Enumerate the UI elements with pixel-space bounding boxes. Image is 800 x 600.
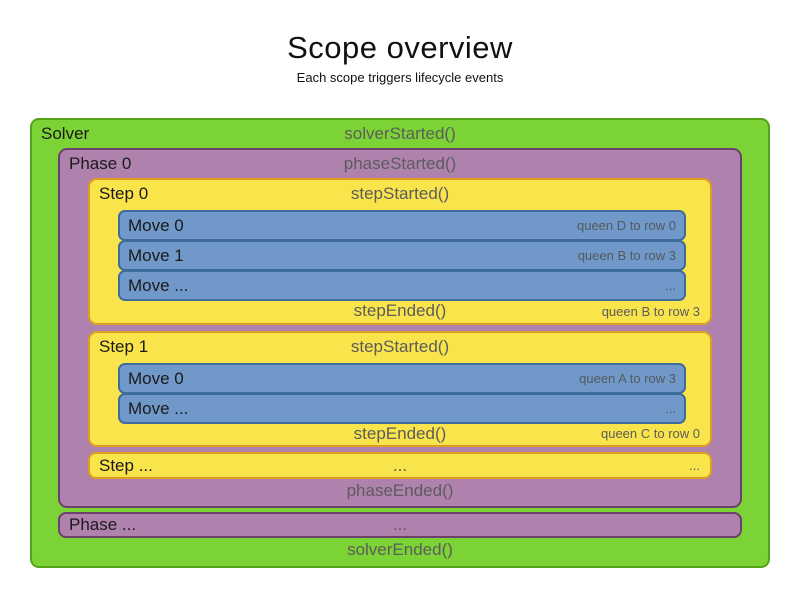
step1-started-event: stepStarted(): [350, 337, 450, 356]
move-row: Move ... ...: [118, 270, 686, 301]
step0-started-event: stepStarted(): [350, 184, 450, 203]
move-row: Move 0 queen D to row 0: [118, 210, 686, 241]
step-more-center: ...: [392, 455, 408, 475]
phase-started-event: phaseStarted(): [343, 154, 457, 173]
move-label: Move 0: [128, 215, 184, 235]
step0-scope-box: Step 0 stepStarted() Move 0 queen D to r…: [88, 178, 712, 325]
move-label: Move 1: [128, 245, 184, 265]
solver-scope-box: Solver solverStarted() Phase 0 phaseStar…: [30, 118, 770, 568]
phase-more-bar: Phase ... ...: [58, 512, 742, 538]
step1-ended-detail: queen C to row 0: [600, 426, 700, 441]
move-row: Move 1 queen B to row 3: [118, 240, 686, 271]
solver-started-event: solverStarted(): [344, 124, 456, 143]
phase0-scope-box: Phase 0 phaseStarted() Step 0 stepStarte…: [58, 148, 742, 508]
move-label: Move 0: [128, 368, 184, 388]
move-detail: queen D to row 0: [576, 218, 676, 233]
move-label: Move ...: [128, 275, 189, 295]
phase-more-label: Phase ...: [69, 515, 137, 534]
step0-header-row: Step 0 stepStarted(): [90, 180, 710, 208]
step1-ended-event: stepEnded(): [353, 423, 447, 443]
step1-ended-row: stepEnded() queen C to row 0: [90, 422, 710, 445]
step0-ended-detail: queen B to row 3: [601, 303, 700, 319]
step0-ended-event: stepEnded(): [353, 301, 447, 320]
step1-scope-box: Step 1 stepStarted() Move 0 queen A to r…: [88, 331, 712, 447]
phase-ended-event: phaseEnded(): [346, 481, 454, 500]
move-row: Move ... ...: [118, 393, 686, 424]
solver-header-row: Solver solverStarted(): [32, 120, 768, 148]
move-detail: ...: [665, 401, 676, 416]
move-label: Move ...: [128, 398, 189, 418]
move-row: Move 0 queen A to row 3: [118, 363, 686, 394]
step-more-row: Step ... ... ...: [90, 454, 710, 477]
step-more-label: Step ...: [99, 455, 153, 475]
step-more-right: ...: [689, 458, 700, 473]
step0-label: Step 0: [99, 184, 149, 203]
phase0-label: Phase 0: [69, 154, 132, 173]
step0-ended-row: stepEnded() queen B to row 3: [90, 299, 710, 323]
move-detail: ...: [665, 278, 676, 293]
solver-label: Solver: [41, 124, 90, 143]
diagram-subtitle: Each scope triggers lifecycle events: [296, 70, 504, 85]
move-detail: queen A to row 3: [579, 371, 676, 386]
move-detail: queen B to row 3: [577, 248, 676, 263]
step-more-bar: Step ... ... ...: [88, 452, 712, 479]
diagram-title: Scope overview: [287, 30, 513, 65]
phase-more-center: ...: [392, 515, 408, 534]
phase-more-row: Phase ... ...: [60, 514, 740, 536]
phase0-header-row: Phase 0 phaseStarted(): [60, 150, 740, 178]
solver-ended-event: solverEnded(): [347, 540, 453, 559]
step1-header-row: Step 1 stepStarted(): [90, 333, 710, 361]
step1-label: Step 1: [99, 337, 149, 356]
